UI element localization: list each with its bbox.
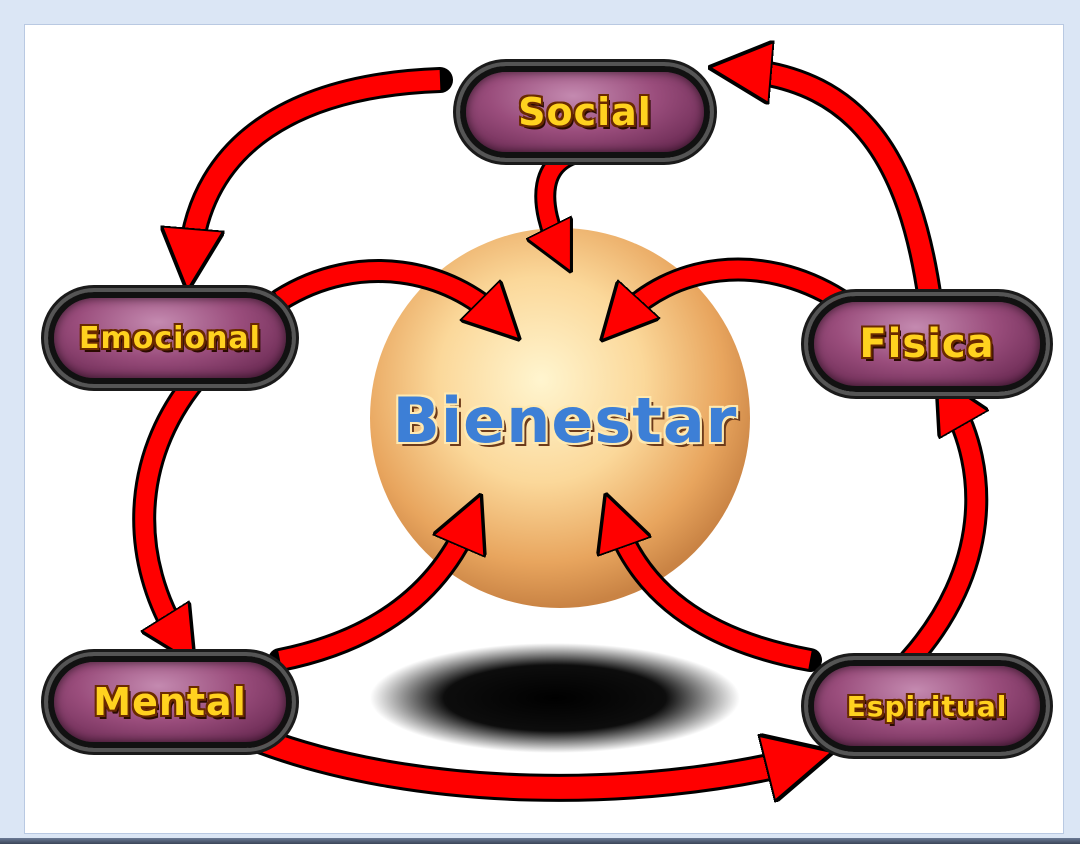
arrow-fisica-to-center: [620, 257, 852, 320]
node-espiritual-label: Espiritual: [846, 689, 1008, 723]
arrow-espiritual-to-center: [615, 520, 822, 672]
center-label: Bienestar: [392, 383, 738, 457]
node-mental-label: Mental: [93, 680, 247, 724]
arrow-mental-to-center: [268, 520, 470, 672]
sphere-shadow: [370, 643, 740, 753]
node-emocional: Emocional: [48, 292, 292, 384]
arrow-fisica-to-social: [740, 70, 943, 313]
arrow-emocional-to-center: [268, 259, 500, 320]
node-mental: Mental: [48, 656, 292, 748]
node-espiritual: Espiritual: [808, 660, 1046, 752]
arrow-emocional-to-mental: [132, 368, 207, 640]
node-emocional-label: Emocional: [79, 320, 261, 356]
node-fisica-label: Fisica: [859, 321, 995, 367]
node-social-label: Social: [518, 90, 652, 134]
node-social: Social: [460, 66, 710, 158]
bottom-bar: [0, 838, 1080, 844]
arrow-espiritual-to-fisica: [898, 400, 976, 672]
node-fisica: Fisica: [808, 296, 1046, 392]
arrow-mental-to-espiritual: [246, 726, 800, 788]
arrow-social-to-emocional: [190, 67, 453, 260]
